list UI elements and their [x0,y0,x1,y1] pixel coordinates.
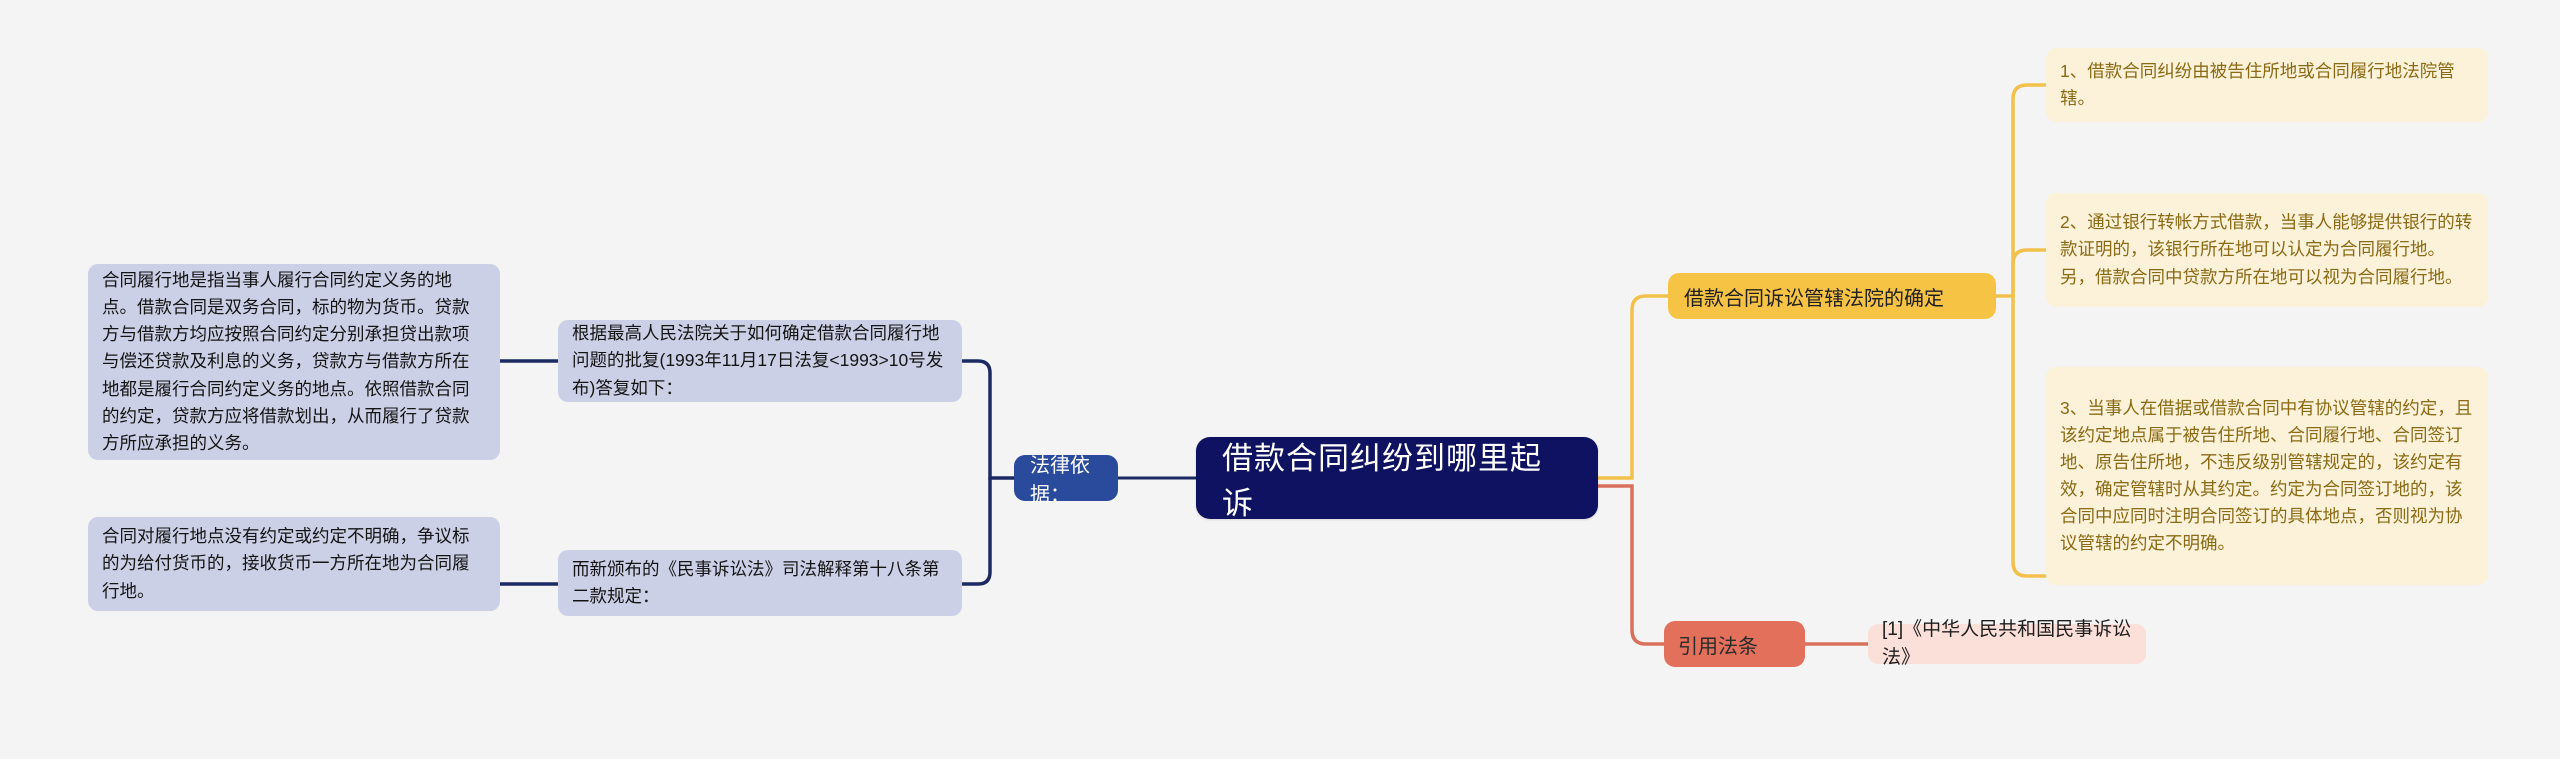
root-node[interactable]: 借款合同纠纷到哪里起诉 [1196,437,1598,521]
root-node-label: 借款合同纠纷到哪里起诉 [1222,441,1542,521]
node-no-agreement-rule[interactable]: 合同对履行地点没有约定或约定不明确，争议标的为给付货币的，接收货币一方所在地为合… [88,517,500,611]
wire-jurisdiction-bracket-bottom [2011,294,2048,578]
node-jurisdiction-point-2-label: 2、通过银行转帐方式借款，当事人能够提供银行的转款证明的，该银行所在地可以认定为… [2060,212,2473,287]
node-jurisdiction-point-2[interactable]: 2、通过银行转帐方式借款，当事人能够提供银行的转款证明的，该银行所在地可以认定为… [2046,193,2488,307]
branch-legal-basis[interactable]: 法律依据： [1014,455,1118,506]
node-civil-procedure-interpretation[interactable]: 而新颁布的《民事诉讼法》司法解释第十八条第二款规定： [558,550,962,616]
wire-root-to-jurisdiction [1596,294,1670,480]
node-performance-place-definition-label: 合同履行地是指当事人履行合同约定义务的地点。借款合同是双务合同，标的物为货币。贷… [102,270,470,453]
node-performance-place-definition[interactable]: 合同履行地是指当事人履行合同约定义务的地点。借款合同是双务合同，标的物为货币。贷… [88,264,500,460]
node-jurisdiction-point-3[interactable]: 3、当事人在借据或借款合同中有协议管辖的约定，且该约定地点属于被告住所地、合同履… [2046,367,2488,585]
wire-jurisdiction-bracket-top [2011,83,2048,298]
node-jurisdiction-point-1[interactable]: 1、借款合同纠纷由被告住所地或合同履行地法院管辖。 [2046,48,2488,122]
branch-cited-statutes[interactable]: 引用法条 [1664,621,1805,667]
node-jurisdiction-point-3-label: 3、当事人在借据或借款合同中有协议管辖的约定，且该约定地点属于被告住所地、合同履… [2060,397,2473,554]
node-reply-1993[interactable]: 根据最高人民法院关于如何确定借款合同履行地问题的批复(1993年11月17日法复… [558,320,962,402]
node-statute-1[interactable]: [1]《中华人民共和国民事诉讼法》 [1868,619,2146,668]
node-jurisdiction-point-1-label: 1、借款合同纠纷由被告住所地或合同履行地法院管辖。 [2060,60,2455,108]
node-statute-1-label: [1]《中华人民共和国民事诉讼法》 [1882,618,2132,669]
branch-jurisdiction-court-label: 借款合同诉讼管辖法院的确定 [1684,287,1944,310]
wire-jurisdiction-bracket-mid [2011,248,2048,298]
wire-root-to-cited-statutes [1596,484,1666,646]
branch-jurisdiction-court[interactable]: 借款合同诉讼管辖法院的确定 [1668,273,1996,319]
node-no-agreement-rule-label: 合同对履行地点没有约定或约定不明确，争议标的为给付货币的，接收货币一方所在地为合… [102,526,470,601]
wire-legal-basis-bracket [960,359,1016,480]
branch-legal-basis-label: 法律依据： [1030,455,1090,506]
node-civil-procedure-interpretation-label: 而新颁布的《民事诉讼法》司法解释第十八条第二款规定： [572,558,940,606]
branch-cited-statutes-label: 引用法条 [1678,635,1758,658]
node-reply-1993-label: 根据最高人民法院关于如何确定借款合同履行地问题的批复(1993年11月17日法复… [572,323,944,398]
wire-legal-basis-bracket-lower [960,476,992,586]
